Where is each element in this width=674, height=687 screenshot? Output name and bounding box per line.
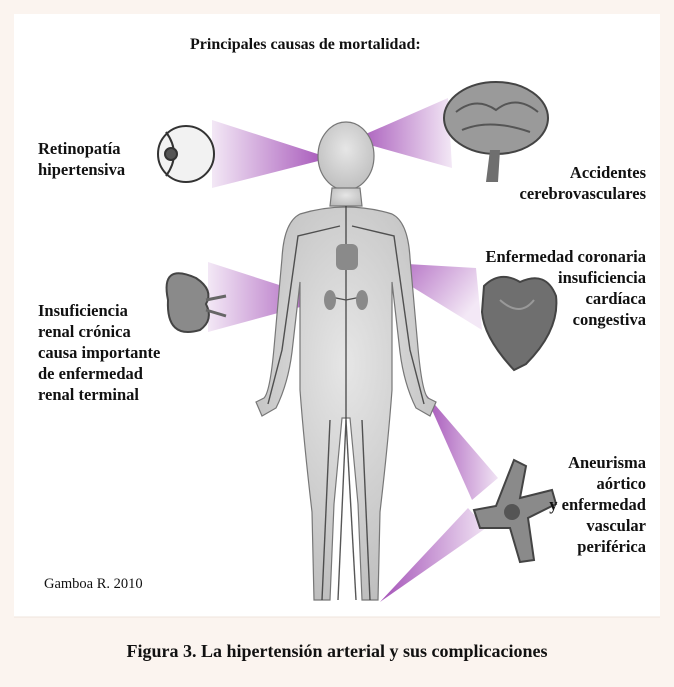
body-heart — [336, 244, 358, 270]
beam-eye — [212, 120, 330, 188]
body-kidney-left — [324, 290, 336, 310]
label-retinopatia: Retinopatía hipertensiva — [38, 138, 125, 180]
credit-text: Gamboa R. 2010 — [44, 574, 143, 595]
beam-leg-upper — [424, 392, 498, 500]
body-kidney-right — [356, 290, 368, 310]
figure-caption: Figura 3. La hipertensión arterial y sus… — [0, 641, 674, 662]
label-renal: Insuficiencia renal crónica causa import… — [38, 300, 160, 405]
label-aneurisma: Aneurisma aórtico y enfermedad vascular … — [496, 452, 646, 557]
eye-organ — [158, 126, 214, 182]
chart-title: Principales causas de mortalidad: — [190, 34, 421, 55]
beam-leg-lower — [380, 508, 486, 602]
label-coronaria: Enfermedad coronaria insuficiencia cardí… — [436, 246, 646, 330]
label-accidentes: Accidentes cerebrovasculares — [456, 162, 646, 204]
